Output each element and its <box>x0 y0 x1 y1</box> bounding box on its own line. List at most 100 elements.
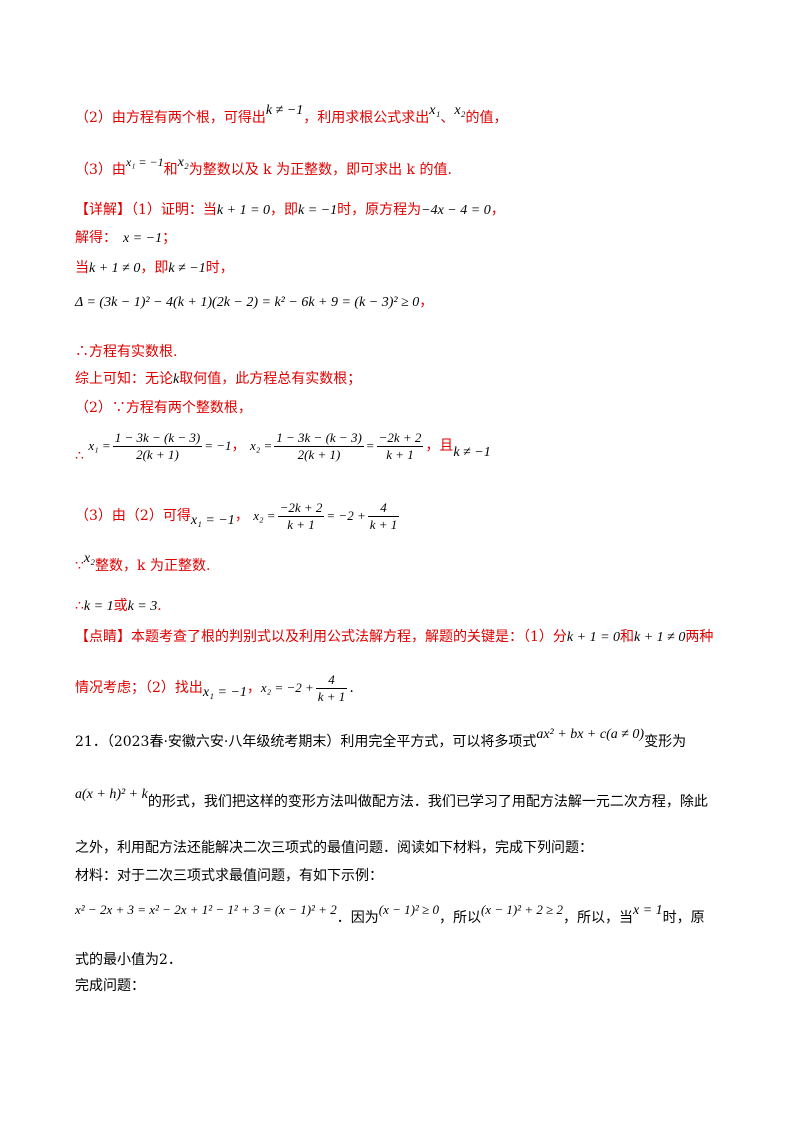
detail-math: x = −1 <box>123 231 163 246</box>
hint-3-x2: x₂ <box>177 155 189 170</box>
detail-math: k = 3 <box>127 599 158 614</box>
hint-3-prefix: （3）由 <box>75 162 126 178</box>
q21-line-3: 之外，利用配方法还能解决二次三项式的最值问题．阅读如下材料，完成下列问题： <box>75 838 593 858</box>
detail-text: ， <box>490 202 505 218</box>
therefore-symbol: ∴ <box>75 448 84 464</box>
q21-text: 式的最小值为2． <box>75 952 182 968</box>
detail-math: k + 1 ≠ 0 <box>89 261 141 276</box>
detail-line-10: ∵x₂整数，k 为正整数. <box>75 551 211 577</box>
detail-text: ，即 <box>270 202 299 218</box>
q21-line-1: 21．（2023春·安徽六安·八年级统考期末）利用完全平方式，可以将多项式ax²… <box>75 727 687 753</box>
x2-mid-3: = −2 + <box>326 508 366 523</box>
detail-text: 时，原方程为 <box>337 202 422 218</box>
x2-numerator-3a: −2k + 2 <box>277 499 325 517</box>
x1-numerator: 1 − 3k − (k − 3) <box>112 429 203 447</box>
detail-line-3: 当k + 1 ≠ 0，即k ≠ −1时， <box>75 258 234 279</box>
q21-line-2: a(x + h)² + k的形式，我们把这样的变形方法叫做配方法．我们已学习了用… <box>75 787 708 813</box>
x2-denominator-3b: k + 1 <box>369 516 398 532</box>
detail-text: 解得： <box>75 230 117 246</box>
detail-text: （2）∵方程有两个整数根， <box>75 400 252 416</box>
x1-rhs: = −1 <box>204 438 232 453</box>
comment-text: 和 <box>620 629 635 645</box>
hint-2-x1: x₁ <box>429 103 441 118</box>
q21-polynomial: ax² + bx + c(a ≠ 0) <box>536 727 645 742</box>
q21-line-4: 材料：对于二次三项式求最值问题，有如下示例： <box>75 866 383 886</box>
detail-text: 时， <box>205 260 234 276</box>
q21-text: ．因为 <box>336 910 379 926</box>
detail-text: ∴ <box>75 598 84 614</box>
x2-lhs: x₂ = <box>249 438 273 453</box>
detail-text: 取何值，此方程总有实数根； <box>179 371 362 387</box>
q21-text: 完成问题： <box>75 978 145 994</box>
q21-text: 材料：对于二次三项式求最值问题，有如下示例： <box>75 868 383 884</box>
detail-text: 整数，k 为正整数. <box>95 558 211 574</box>
detail-text: ； <box>162 230 177 246</box>
detail-line-1: 【详解】（1）证明：当k + 1 = 0，即k = −1时，原方程为−4x − … <box>75 200 505 221</box>
q21-line-6: 式的最小值为2． <box>75 950 182 970</box>
comment-math: k + 1 = 0 <box>566 630 621 645</box>
x1-fraction: 1 − 3k − (k − 3)2(k + 1) <box>112 429 203 463</box>
hint-3-x1: x₁ = −1 <box>125 155 164 169</box>
detail-text: ，且 <box>425 438 454 454</box>
detail-line-5: ∴方程有实数根. <box>75 342 177 362</box>
because-symbol: ∵ <box>75 558 84 574</box>
hint-3-and: 和 <box>163 162 178 178</box>
q21-math: (x − 1)² + 2 ≥ 2 <box>480 902 563 917</box>
detail-math: x₂ <box>83 551 96 566</box>
q21-example-equation: x² − 2x + 3 = x² − 2x + 1² − 1² + 3 = (x… <box>75 902 337 917</box>
x2-denominator-2: k + 1 <box>386 446 414 462</box>
detail-line-7: （2）∵方程有两个整数根， <box>75 398 252 418</box>
detail-text: 当 <box>75 260 89 276</box>
detail-math: k ≠ −1 <box>168 261 206 276</box>
x1-denominator: 2(k + 1) <box>136 446 179 462</box>
detail-line-6: 综上可知：无论k取何值，此方程总有实数根； <box>75 369 361 390</box>
x2-numerator-3b: 4 <box>367 500 400 517</box>
x2-denominator-3a: k + 1 <box>287 516 315 532</box>
detail-tag: 【详解】 <box>75 202 131 218</box>
detail-math: k + 1 = 0 <box>216 203 271 218</box>
detail-math: k <box>173 372 180 387</box>
hint-part-3: （3）由x₁ = −1和x₂为整数以及 k 为正整数，即可求出 k 的值. <box>75 155 452 181</box>
comment-x2-denominator: k + 1 <box>317 688 346 704</box>
detail-text: ， <box>419 294 434 310</box>
comment-text: 本题考查了根的判别式以及利用公式法解方程，解题的关键是：（1）分 <box>131 629 567 645</box>
comment-x2-lhs: x₂ = −2 + <box>260 680 314 695</box>
x2-fraction-1: 1 − 3k − (k − 3)2(k + 1) <box>274 430 364 463</box>
hint-2-suffix: 的值， <box>465 110 508 126</box>
detail-math: k ≠ −1 <box>453 445 491 460</box>
hint-part-2: （2）由方程有两个根，可得出k ≠ −1，利用求根公式求出x₁、x₂的值， <box>75 103 508 129</box>
comment-math: x₁ = −1 <box>202 685 247 700</box>
hint-2-mid: ，利用求根公式求出 <box>303 110 430 126</box>
detail-text: 综上可知：无论 <box>75 371 173 387</box>
detail-line-roots: ∴ x₁ =1 − 3k − (k − 3)2(k + 1)= −1， x₂ =… <box>75 428 491 465</box>
comment-line-1: 【点睛】本题考查了根的判别式以及利用公式法解方程，解题的关键是：（1）分k + … <box>75 627 713 648</box>
detail-text: （3）由（2）可得 <box>75 508 191 524</box>
q21-text: 的形式，我们把这样的变形方法叫做配方法．我们已学习了用配方法解一元二次方程，除此 <box>147 794 708 810</box>
detail-text: （1）证明：当 <box>131 202 217 218</box>
detail-text: 或 <box>113 598 128 614</box>
q21-text: 变形为 <box>644 734 687 750</box>
comment-text: 情况考虑；（2）找出 <box>75 680 203 696</box>
q21-vertex-form: a(x + h)² + k <box>75 787 148 802</box>
x2-denominator-1: 2(k + 1) <box>297 446 341 462</box>
hint-3-suffix: 为整数以及 k 为正整数，即可求出 k 的值. <box>188 162 452 178</box>
comment-tag: 【点睛】 <box>75 629 131 645</box>
comment-text: ， <box>246 680 261 696</box>
q21-line-7: 完成问题： <box>75 976 145 996</box>
x2-lhs-3: x₂ = <box>253 508 276 523</box>
q21-text: 时，原 <box>662 910 705 926</box>
detail-line-2: 解得： x = −1； <box>75 228 176 249</box>
discriminant-equation: Δ = (3k − 1)² − 4(k + 1)(2k − 2) = k² − … <box>75 295 420 310</box>
x2-equals: = <box>365 438 375 453</box>
detail-text: . <box>157 598 162 614</box>
hint-2-condition: k ≠ −1 <box>265 103 304 118</box>
q21-text: ，所以 <box>438 910 481 926</box>
comment-x2-numerator: 4 <box>315 672 348 689</box>
detail-line-4: Δ = (3k − 1)² − 4(k + 1)(2k − 2) = k² − … <box>75 292 433 313</box>
